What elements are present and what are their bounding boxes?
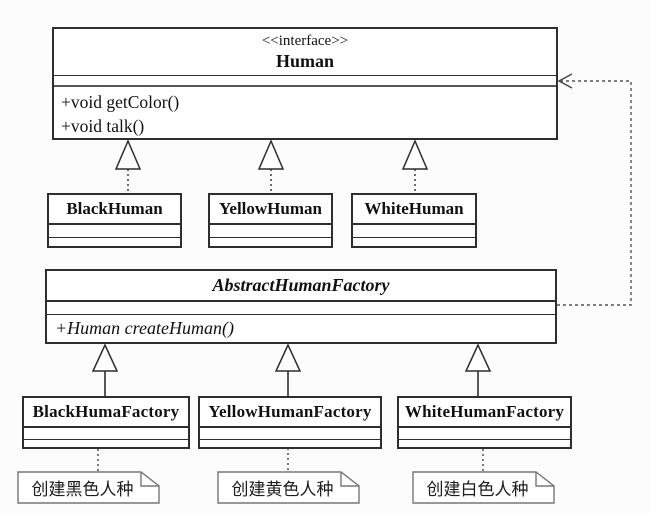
interface-box-human: <<interface>> Human +void getColor() +vo… xyxy=(52,27,558,140)
class-attributes-compartment xyxy=(399,426,570,439)
abstract-class-attributes-compartment xyxy=(47,300,555,314)
class-operations-compartment xyxy=(353,237,475,246)
abstract-class-box-abstracthumanfactory: AbstractHumanFactory +Human createHuman(… xyxy=(45,269,557,344)
class-name: BlackHumaFactory xyxy=(32,402,180,421)
realization-arrow-yellowhuman xyxy=(257,139,285,193)
interface-operations-compartment: +void getColor() +void talk() xyxy=(54,85,556,138)
class-attributes-compartment xyxy=(200,426,380,439)
class-box-yellowhumanfactory: YellowHumanFactory xyxy=(198,396,382,449)
generalization-arrow-blackhumafactory xyxy=(91,343,119,396)
interface-title-compartment: <<interface>> Human xyxy=(54,29,556,75)
class-operations-compartment xyxy=(399,439,570,447)
class-box-blackhuman: BlackHuman xyxy=(47,193,182,248)
realization-arrow-whitehuman xyxy=(401,139,429,193)
class-attributes-compartment xyxy=(353,223,475,237)
class-name: WhiteHuman xyxy=(364,199,464,218)
class-name: YellowHumanFactory xyxy=(208,402,372,421)
abstract-class-operations-compartment: +Human createHuman() xyxy=(47,314,555,342)
interface-name: Human xyxy=(275,51,335,72)
class-operations-compartment xyxy=(210,237,331,246)
class-box-whitehumanfactory: WhiteHumanFactory xyxy=(397,396,572,449)
realization-arrow-blackhuman xyxy=(114,139,142,193)
note-label-white: 创建白色人种 xyxy=(426,480,529,499)
interface-method: +void talk() xyxy=(61,116,145,136)
class-name: BlackHuman xyxy=(66,199,163,218)
class-attributes-compartment xyxy=(49,223,180,237)
class-operations-compartment xyxy=(24,439,188,447)
class-name: WhiteHumanFactory xyxy=(404,402,565,421)
class-name: YellowHuman xyxy=(219,199,322,218)
interface-stereotype: <<interface>> xyxy=(261,32,349,49)
class-operations-compartment xyxy=(49,237,180,246)
class-attributes-compartment xyxy=(210,223,331,237)
hollow-triangle-icon xyxy=(401,139,429,170)
abstract-class-name: AbstractHumanFactory xyxy=(212,275,390,296)
open-arrowhead-icon xyxy=(557,73,573,89)
note-label-black: 创建黑色人种 xyxy=(31,480,134,499)
class-box-whitehuman: WhiteHuman xyxy=(351,193,477,248)
class-box-blackhumafactory: BlackHumaFactory xyxy=(22,396,190,449)
interface-attributes-compartment xyxy=(54,75,556,85)
abstract-class-method: +Human createHuman() xyxy=(55,318,234,338)
hollow-triangle-icon xyxy=(257,139,285,170)
hollow-triangle-icon xyxy=(91,343,119,372)
hollow-triangle-icon xyxy=(464,343,492,372)
hollow-triangle-icon xyxy=(274,343,302,372)
class-attributes-compartment xyxy=(24,426,188,439)
note-label-yellow: 创建黄色人种 xyxy=(231,480,334,499)
dependency-arrow-factory-to-human xyxy=(557,73,632,306)
interface-method: +void getColor() xyxy=(61,92,180,112)
generalization-arrow-yellowhumanfactory xyxy=(274,343,302,396)
class-operations-compartment xyxy=(200,439,380,447)
class-box-yellowhuman: YellowHuman xyxy=(208,193,333,248)
generalization-arrow-whitehumanfactory xyxy=(464,343,492,396)
hollow-triangle-icon xyxy=(114,139,142,170)
